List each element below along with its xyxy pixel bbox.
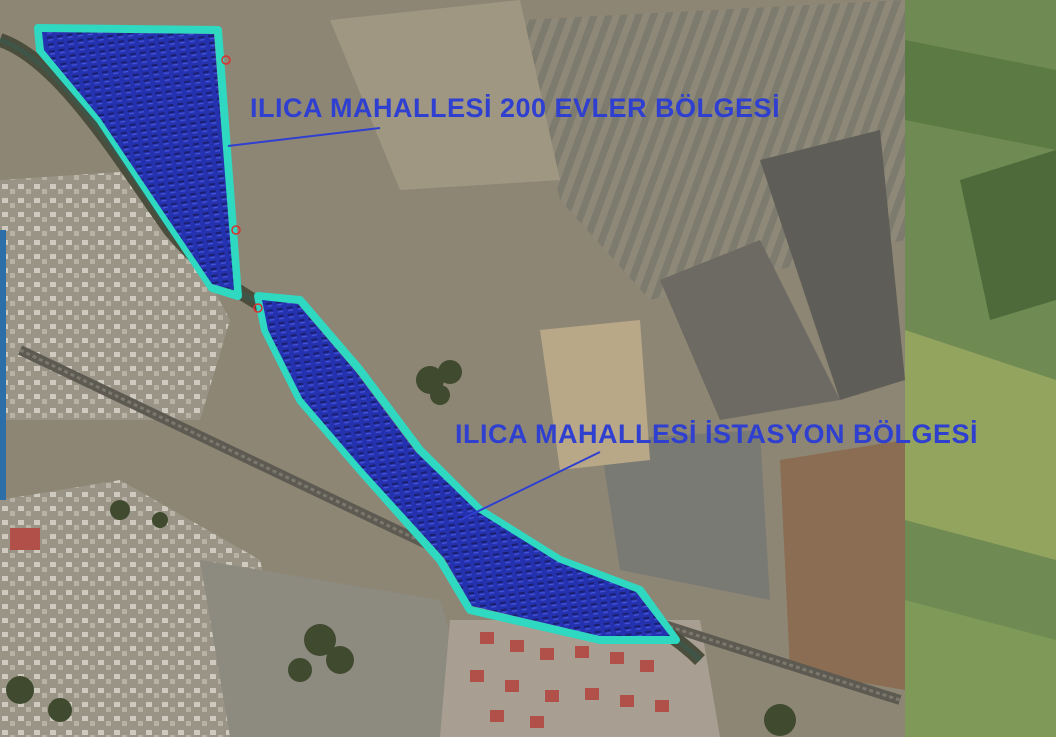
zone-label-istasyon: ILICA MAHALLESİ İSTASYON BÖLGESİ (455, 419, 979, 449)
zone-200-evler-outline (34, 24, 242, 300)
zone-istasyon-area (262, 300, 670, 636)
zone-label-200-evler: ILICA MAHALLESİ 200 EVLER BÖLGESİ (250, 93, 781, 123)
leader-line-200-evler (227, 127, 381, 147)
zone-200-evler-area (42, 32, 234, 290)
zone-istasyon-outline (254, 292, 680, 644)
leader-line-istasyon (459, 451, 601, 521)
